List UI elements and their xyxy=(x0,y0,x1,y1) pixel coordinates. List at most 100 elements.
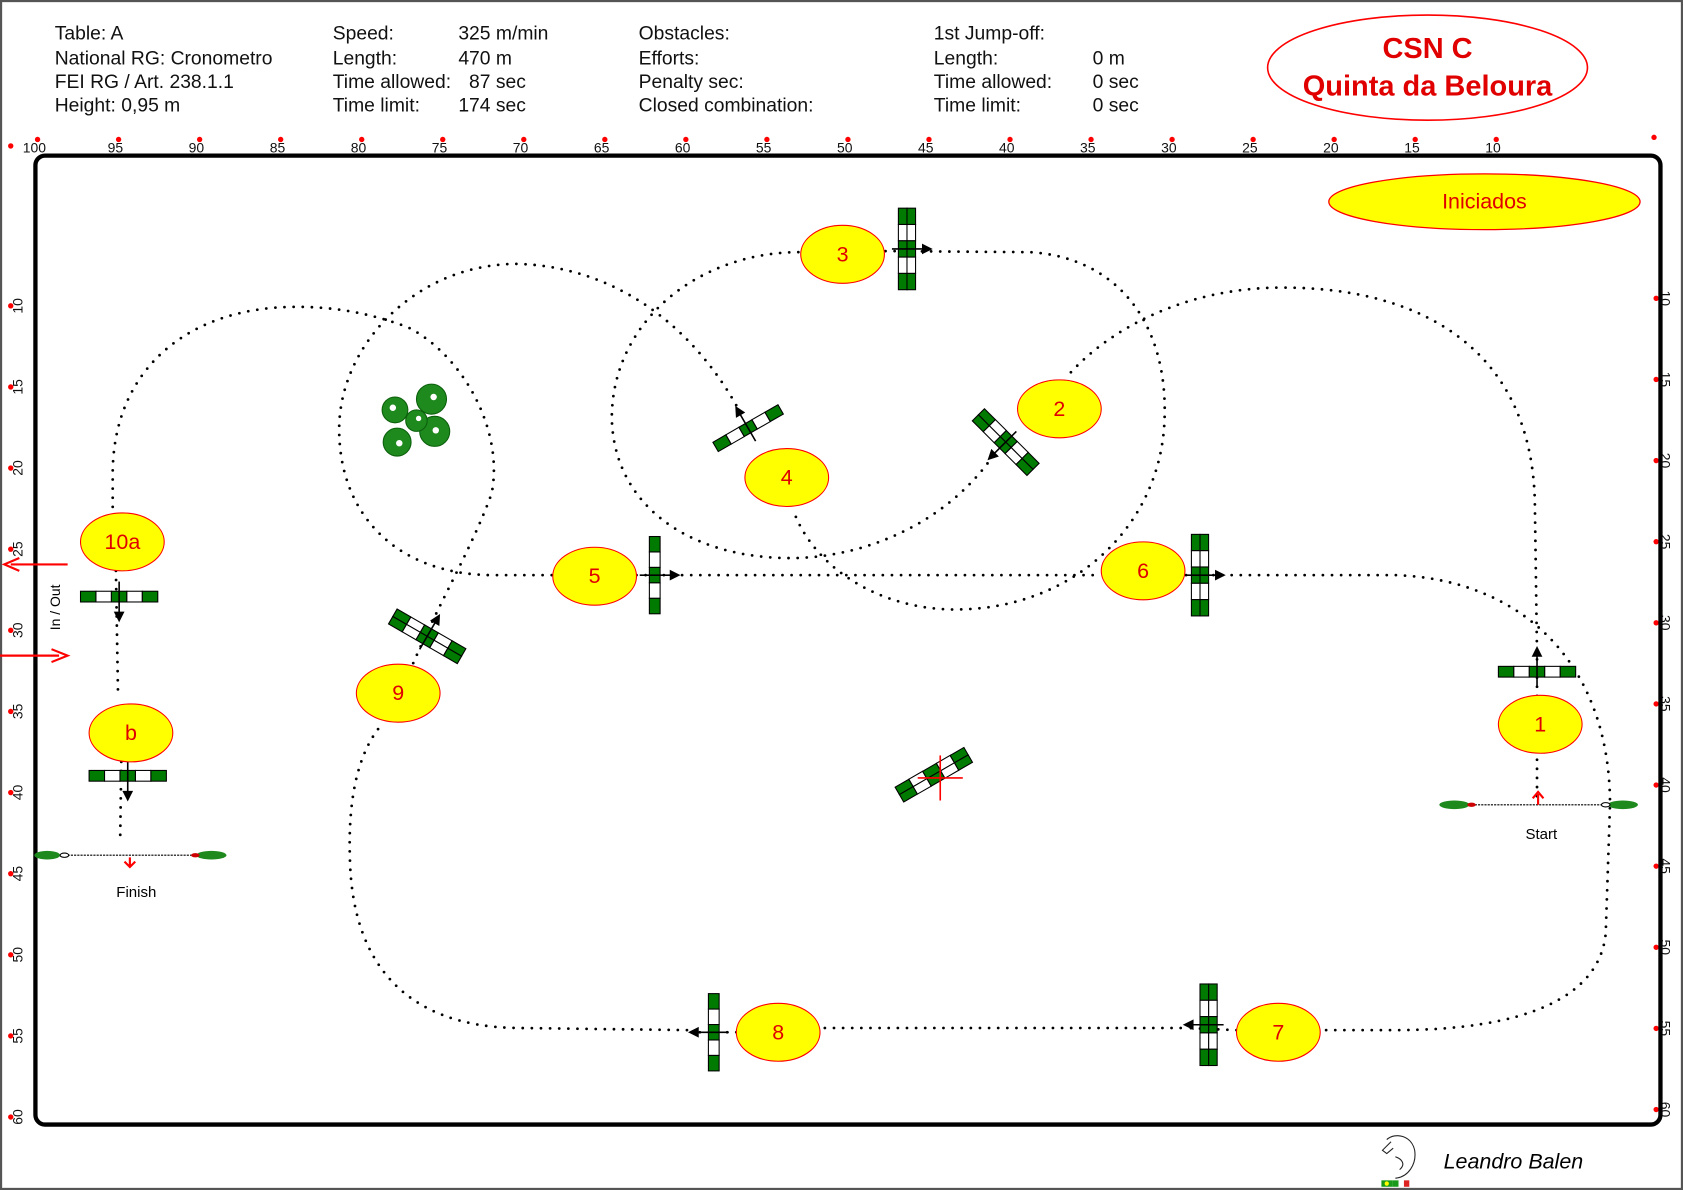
ruler-tick-label: 30 xyxy=(1161,139,1177,155)
jump-label-7[interactable]: 7 xyxy=(1235,1002,1321,1062)
jump-number: b xyxy=(125,721,137,745)
event-title-badge: CSN C Quinta da Beloura xyxy=(1266,14,1589,121)
jump-label-6[interactable]: 6 xyxy=(1100,541,1186,601)
direction-arrow-icon xyxy=(639,569,681,581)
value-time-allowed: 87 sec xyxy=(469,72,526,93)
ruler-tick-label: 75 xyxy=(432,139,448,155)
jump-labels: 1 2 3 4 5 6 7 8 9 10a b xyxy=(79,224,1583,1062)
ruler-tick-label: 55 xyxy=(10,1028,26,1044)
label-length: Length: xyxy=(333,48,397,69)
ruler-tick-label: 95 xyxy=(108,139,124,155)
ruler-mark xyxy=(8,143,14,149)
ruler-tick-label: 40 xyxy=(999,139,1015,155)
value-jo-time-limit: 0 sec xyxy=(1093,96,1139,117)
ruler-mark xyxy=(1169,136,1175,143)
jump-label-4[interactable]: 4 xyxy=(744,447,830,508)
ruler-mark xyxy=(8,465,14,471)
jump-label-1[interactable]: 1 xyxy=(1497,694,1583,754)
ruler-tick-label: 40 xyxy=(10,785,26,801)
direction-arrow-icon xyxy=(891,243,933,255)
start-line: Start xyxy=(1439,790,1638,843)
ruler-mark xyxy=(440,136,446,143)
ruler-mark xyxy=(845,136,851,143)
start-label: Start xyxy=(1525,826,1558,843)
start-arrow-icon xyxy=(1531,790,1545,805)
jump-label-5[interactable]: 5 xyxy=(552,546,638,606)
jump-label-10a[interactable]: 10a xyxy=(79,512,165,572)
ruler-mark xyxy=(277,136,284,143)
ruler-mark xyxy=(1653,295,1659,301)
ruler-mark xyxy=(1412,136,1418,143)
jump-label-3[interactable]: 3 xyxy=(800,224,885,284)
ruler-mark xyxy=(8,303,14,309)
ruler-mark xyxy=(1651,134,1657,141)
course-info-header: Table: A National RG: Cronometro FEI RG … xyxy=(55,24,1139,117)
jump-number: 6 xyxy=(1137,559,1149,583)
arena-boundary xyxy=(33,153,1663,1127)
jump-label-9[interactable]: 9 xyxy=(355,663,441,723)
ruler-mark xyxy=(1007,136,1013,143)
ruler-mark xyxy=(8,1114,14,1120)
value-time-limit: 174 sec xyxy=(458,96,526,117)
ruler-tick-label: 90 xyxy=(189,139,205,155)
ruler-mark xyxy=(196,136,203,143)
ruler-mark xyxy=(359,136,365,143)
designer-signature: Leandro Balen xyxy=(1381,1135,1583,1187)
label-jump-off: 1st Jump-off: xyxy=(934,24,1045,45)
ruler-tick-label: 85 xyxy=(270,139,286,155)
ruler-tick-label: 70 xyxy=(513,139,529,155)
ruler-tick-label: 50 xyxy=(837,139,853,155)
jump-label-2[interactable]: 2 xyxy=(1016,379,1102,439)
jump-label-8[interactable]: 8 xyxy=(735,1002,821,1062)
label-jo-time-limit: Time limit: xyxy=(934,96,1021,117)
ruler-mark xyxy=(1250,136,1256,143)
direction-arrow-icon xyxy=(113,581,125,623)
label-penalty-sec: Penalty sec: xyxy=(639,72,744,93)
ruler-tick-label: 20 xyxy=(1323,139,1339,155)
finish-label: Finish xyxy=(116,884,156,901)
direction-arrow-icon xyxy=(1184,569,1226,581)
value-speed: 325 m/min xyxy=(458,24,548,45)
ruler-mark xyxy=(8,546,14,552)
event-venue: Quinta da Beloura xyxy=(1303,71,1553,103)
ruler-tick-label: 50 xyxy=(10,947,26,963)
jump-number: 3 xyxy=(837,242,849,266)
ruler-mark xyxy=(926,136,932,143)
jump-label-10b[interactable]: b xyxy=(88,703,174,763)
event-class: CSN C xyxy=(1382,33,1472,65)
info-height: Height: 0,95 m xyxy=(55,96,181,117)
in-arrow-icon xyxy=(0,648,71,664)
obstacle-6[interactable] xyxy=(1190,533,1210,617)
ruler-tick-label: 15 xyxy=(10,379,26,395)
ruler-mark xyxy=(8,789,14,796)
ruler-tick-label: 25 xyxy=(10,541,26,557)
obstacle-5[interactable] xyxy=(648,535,661,615)
ruler-mark xyxy=(1653,457,1659,464)
label-obstacles: Obstacles: xyxy=(639,24,730,45)
ruler-mark xyxy=(602,136,608,143)
ruler-mark xyxy=(8,708,14,715)
jump-number: 9 xyxy=(392,681,404,705)
ruler-mark xyxy=(1653,701,1659,707)
ruler-mark xyxy=(1653,944,1659,950)
ruler-mark xyxy=(1331,136,1337,143)
label-jo-time-allowed: Time allowed: xyxy=(934,72,1052,93)
finish-line: Finish xyxy=(34,850,227,901)
finish-arrow-icon xyxy=(123,857,137,869)
label-time-allowed: Time allowed: xyxy=(333,72,451,93)
jump-number: 4 xyxy=(781,466,793,490)
value-jo-time-allowed: 0 sec xyxy=(1093,72,1139,93)
ruler-mark xyxy=(8,1033,14,1039)
ruler-tick-label: 65 xyxy=(594,139,610,155)
direction-arrow-icon xyxy=(735,405,757,442)
category-badge: Iniciados xyxy=(1328,173,1641,231)
in-out-label: In / Out xyxy=(47,584,63,630)
ruler-tick-label: 25 xyxy=(1242,139,1258,155)
direction-arrow-icon xyxy=(688,1026,729,1038)
ruler-tick-label: 15 xyxy=(1404,139,1420,155)
obstacle-3[interactable] xyxy=(897,207,917,291)
info-national-rg: National RG: Cronometro xyxy=(55,48,273,69)
direction-arrow-icon xyxy=(122,760,134,802)
horse-logo-icon xyxy=(1381,1135,1416,1187)
